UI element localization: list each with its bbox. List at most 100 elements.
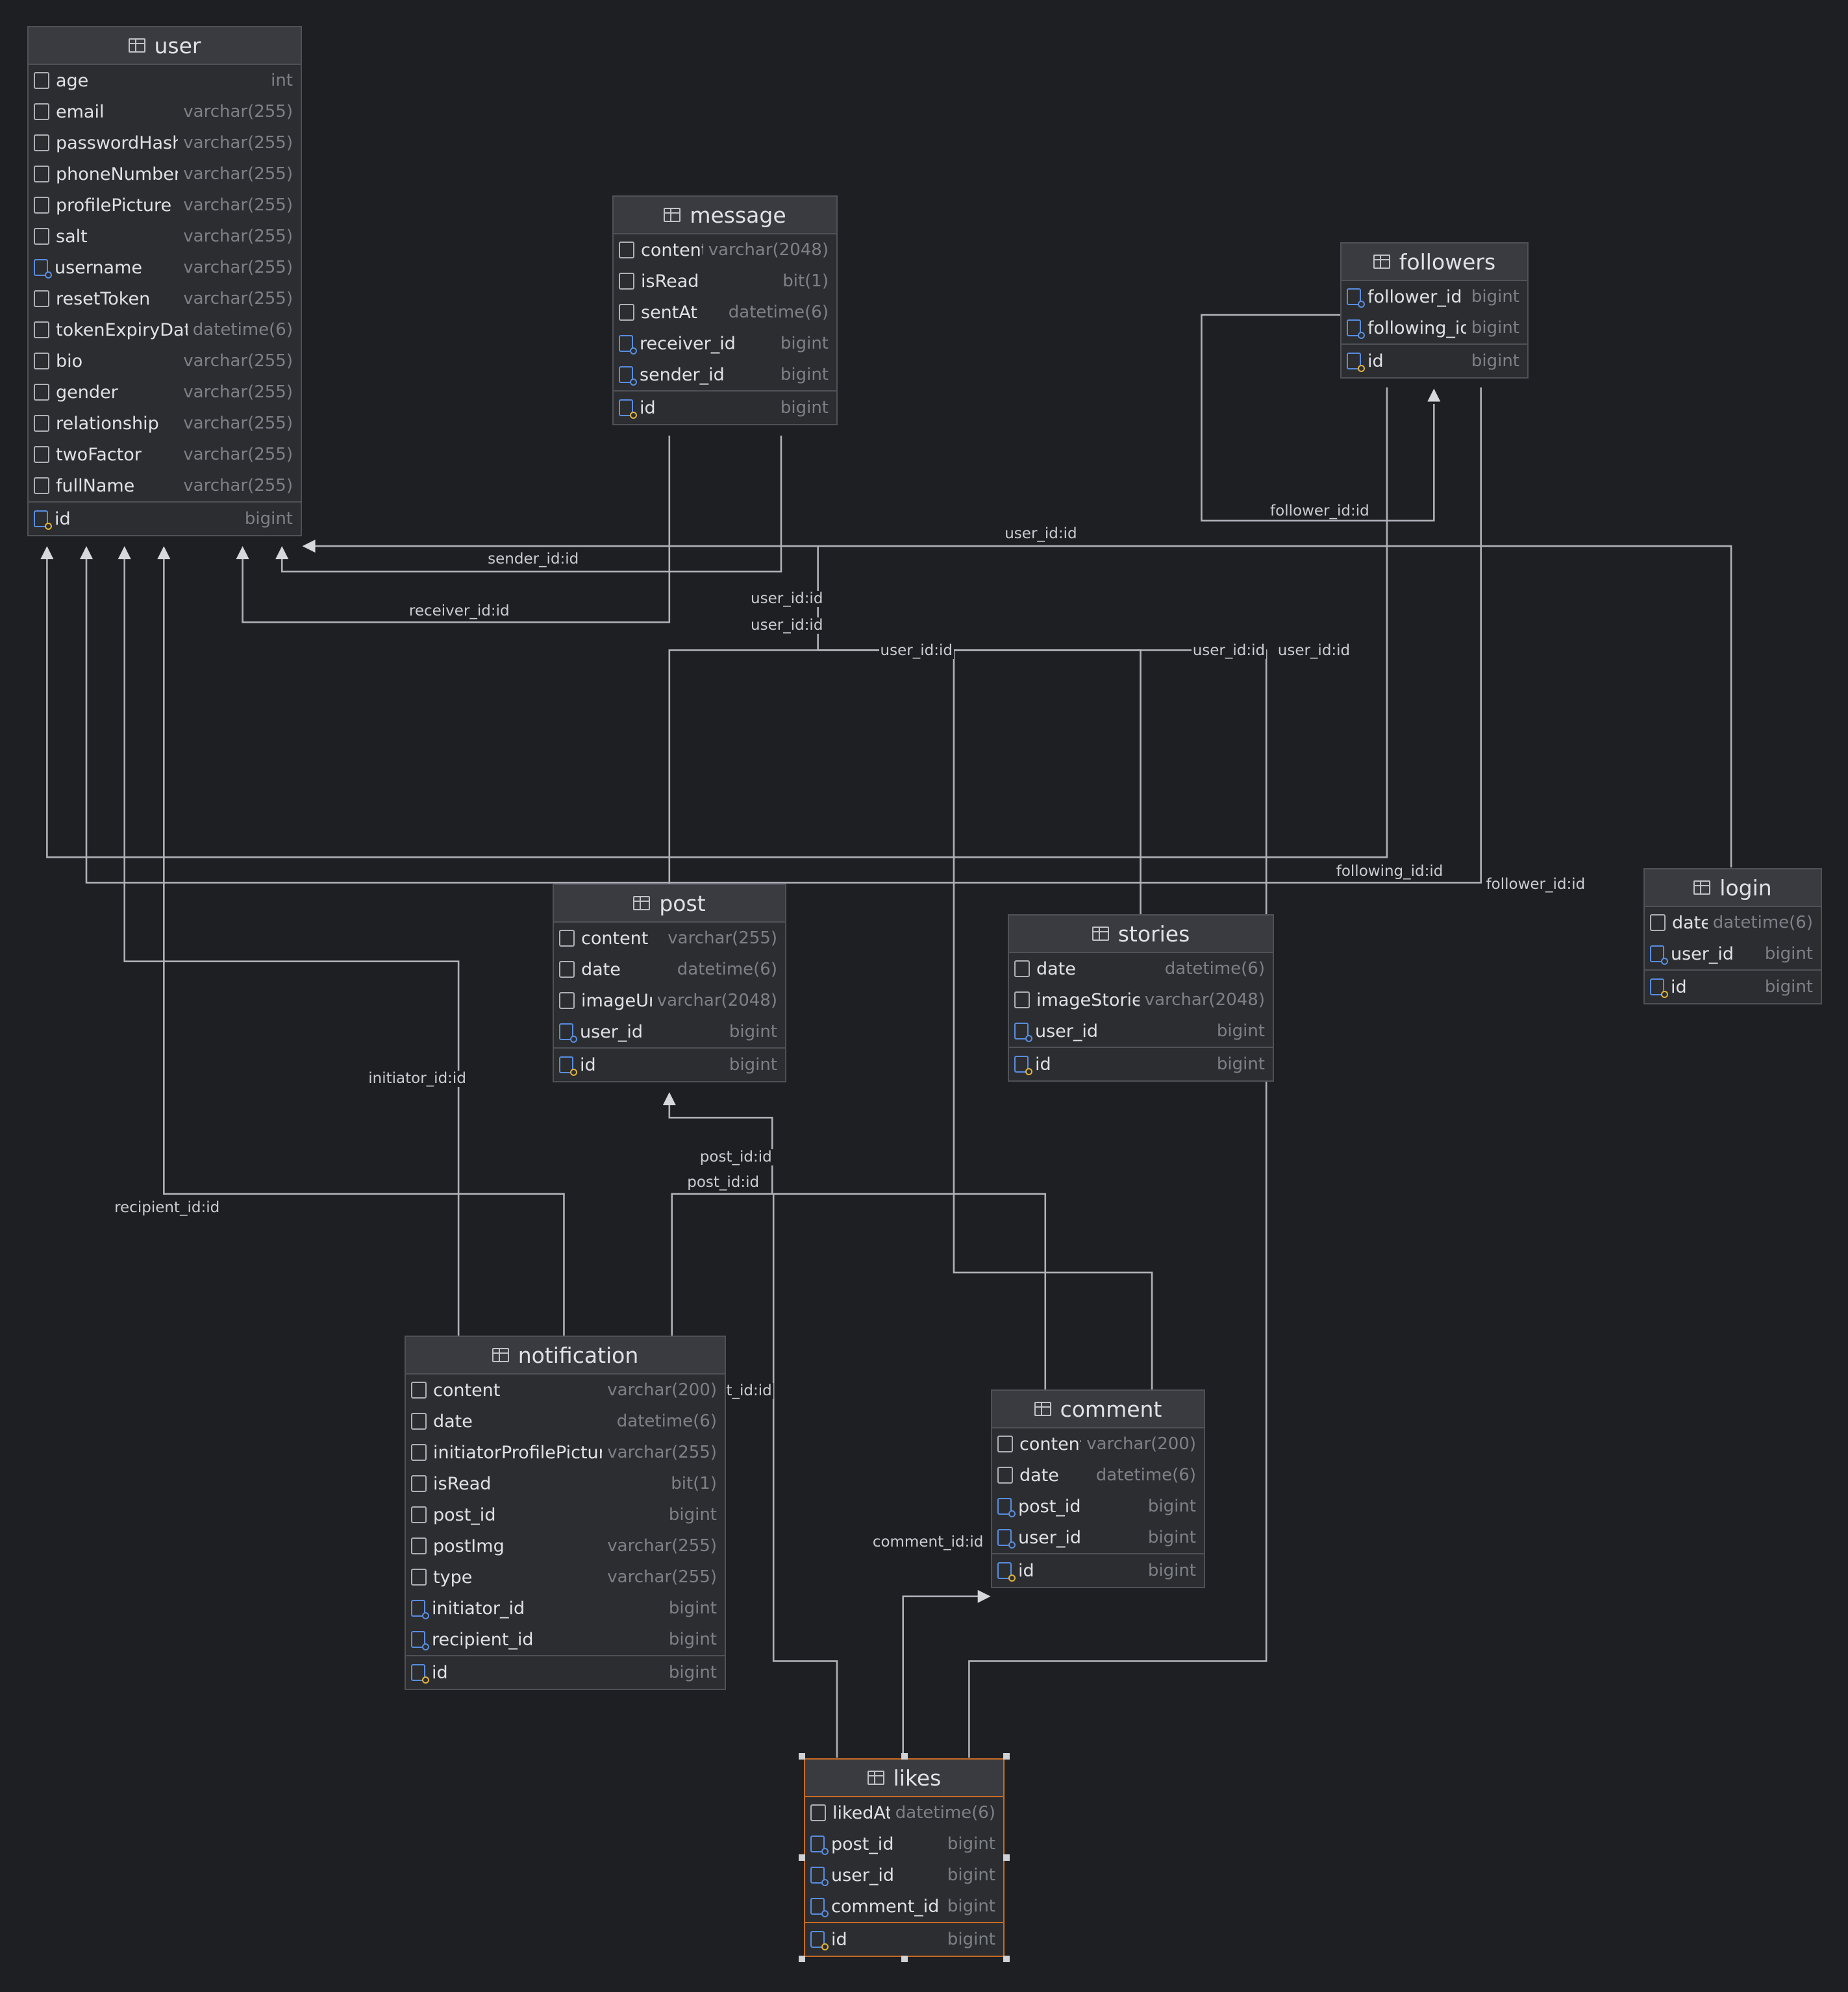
edge-likes-user[interactable] [818,649,1267,1758]
edge-likes-post[interactable] [772,1193,838,1758]
table-header[interactable]: notification [406,1337,725,1375]
edge-initiator-user[interactable] [123,558,460,1338]
table-header[interactable]: stories [1009,915,1273,953]
table-header[interactable]: followers [1342,243,1527,281]
table-header[interactable]: user [29,27,301,65]
edge-comment-post[interactable] [772,1193,1047,1391]
edge-sender[interactable] [281,435,782,573]
table-header[interactable]: message [614,197,836,234]
table-header[interactable]: comment [992,1391,1204,1428]
edge-likes-comment[interactable] [902,1595,979,1758]
edge-recipient-user[interactable] [163,558,565,1338]
selection-handle[interactable] [799,1854,805,1861]
selection-handle[interactable] [1003,1956,1010,1962]
edge-followers-self[interactable] [1201,314,1435,522]
selection-handle[interactable] [1003,1854,1010,1861]
edge-follower-user[interactable] [85,387,1482,884]
edge-notification-post[interactable] [668,1104,773,1338]
selection-handle[interactable] [799,1956,805,1962]
edge-receiver[interactable] [242,435,671,623]
edge-stories-user[interactable] [818,649,1142,916]
column-row[interactable]: imageUrlvarchar(2048) [554,985,785,1016]
edge-login-user[interactable] [315,545,1732,867]
column-row[interactable]: imageStoriesvarchar(2048) [1009,984,1273,1015]
selection-handle[interactable] [1003,1753,1010,1760]
selection-handle[interactable] [901,1753,908,1760]
table-stories[interactable]: storiesdatedatetime(6)imageStoriesvarcha… [1008,914,1274,1082]
table-header[interactable]: likes [805,1760,1003,1797]
column-name: initiator_id [432,1598,525,1619]
column-name: age [56,70,89,91]
column-name: email [56,101,105,122]
table-header[interactable]: post [554,885,785,923]
selection-handle[interactable] [901,1956,908,1962]
table-header[interactable]: login [1645,869,1821,907]
selection-handle[interactable] [799,1753,805,1760]
edge-following-user[interactable] [46,387,1388,858]
